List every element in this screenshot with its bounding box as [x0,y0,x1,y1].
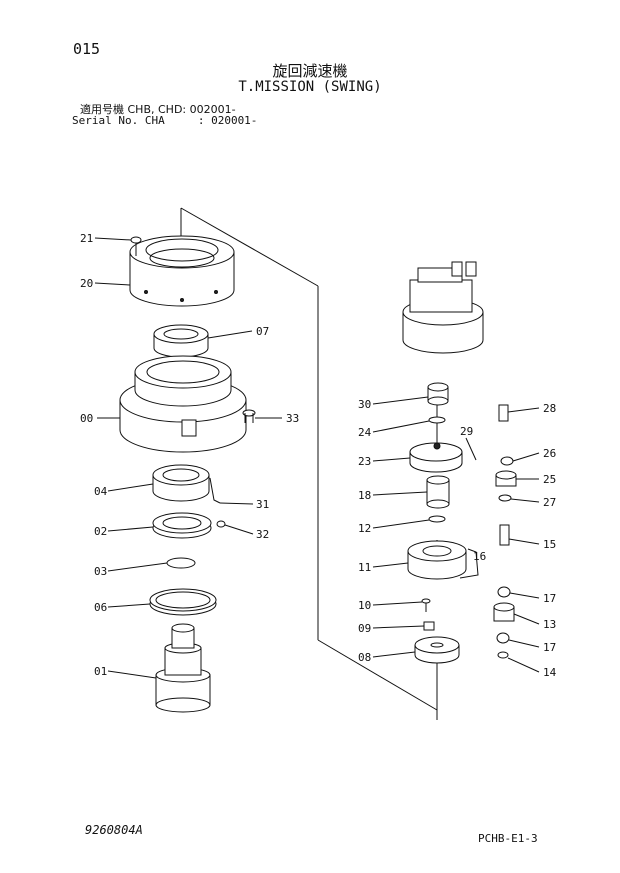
callout-31: 31 [256,498,269,511]
callout-29: 29 [460,425,473,438]
part-26-gear [500,456,514,466]
part-17-bearing-a [497,586,511,598]
part-03-shim [166,557,196,569]
callout-30: 30 [358,398,371,411]
part-13-planet-gear [493,602,515,622]
callout-15: 15 [543,538,556,551]
page-code: PCHB-E1-3 [478,832,538,845]
part-27-washer [498,494,512,502]
part-25-gear [495,470,517,487]
part-23-carrier [409,442,463,473]
part-01-pinion-shaft [155,623,211,713]
part-14-washer [497,651,509,659]
part-33-plug [242,409,256,423]
part-28-pin [498,404,509,422]
callout-23: 23 [358,455,371,468]
part-10-bolt [421,598,431,612]
page-title-japanese: 旋回減速機 [272,62,348,80]
callout-16: 16 [473,550,486,563]
callout-02: 02 [94,525,107,538]
applicable-models: 適用号機 CHB, CHD: 002001- [80,103,236,116]
callout-11: 11 [358,561,371,574]
part-09-lock-plate [423,621,435,631]
part-00-housing [119,355,247,453]
part-32-plug [216,520,226,528]
callout-08: 08 [358,651,371,664]
part-11-carrier [407,540,467,580]
callout-01: 01 [94,665,107,678]
callout-00: 00 [80,412,93,425]
callout-09: 09 [358,622,371,635]
part-31-pipe [209,477,221,504]
callout-leaders [94,237,540,679]
part-02-oil-seal [152,512,212,539]
callout-32: 32 [256,528,269,541]
part-07-bearing [153,324,209,358]
part-17-bearing-b [496,632,510,644]
callout-21: 21 [80,232,93,245]
callout-24: 24 [358,426,372,439]
callout-04: 04 [94,485,108,498]
callout-13: 13 [543,618,556,631]
callout-labels: 21 20 07 00 33 04 31 02 32 03 06 01 30 2… [80,232,557,679]
part-04-bearing [152,464,210,502]
part-06-ring [149,588,217,616]
part-15-pin [499,524,510,546]
callout-10: 10 [358,599,371,612]
callout-17a: 17 [543,592,556,605]
callout-12: 12 [358,522,371,535]
part-21-bolt [130,236,142,256]
part-12-thrust-plate [428,515,446,523]
callout-28: 28 [543,402,556,415]
part-20-flange [129,235,235,307]
serial-number: Serial No. CHA : 020001- [72,114,258,127]
assembled-swing-motor-view [402,261,484,354]
page-title-english: T.MISSION (SWING) [238,79,382,95]
callout-17b: 17 [543,641,556,654]
callout-20: 20 [80,277,93,290]
part-24-thrust-plate [428,416,446,424]
callout-03: 03 [94,565,107,578]
drawing-number: 9260804A [85,823,143,837]
callout-07: 07 [256,325,269,338]
part-18-sun-gear [426,475,450,509]
callout-33: 33 [286,412,299,425]
part-30-gear [427,382,449,406]
callout-25: 25 [543,473,556,486]
callout-26: 26 [543,447,556,460]
part-08-plate [414,636,460,664]
callout-27: 27 [543,496,556,509]
page-number: 015 [73,40,101,58]
callout-18: 18 [358,489,371,502]
callout-14: 14 [543,666,557,679]
callout-06: 06 [94,601,107,614]
